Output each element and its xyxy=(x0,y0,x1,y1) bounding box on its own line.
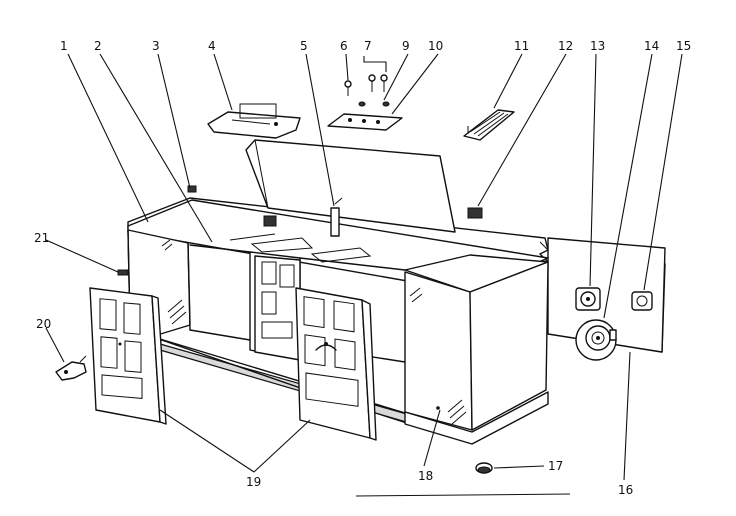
control-button xyxy=(631,291,653,311)
top-cutouts xyxy=(229,233,372,263)
leader-lines xyxy=(45,53,683,481)
bracket-assembly xyxy=(207,103,301,139)
small-clip xyxy=(187,185,197,193)
callout-labels: 1 2 3 4 5 6 7 9 10 11 12 13 14 15 16 17 … xyxy=(34,39,691,497)
callout-5: 5 xyxy=(300,39,308,53)
callout-16: 16 xyxy=(618,483,633,497)
callout-15: 15 xyxy=(676,39,691,53)
callout-12: 12 xyxy=(558,39,573,53)
callout-21: 21 xyxy=(34,231,49,245)
lid xyxy=(245,139,456,233)
foot xyxy=(475,462,493,474)
callout-2: 2 xyxy=(94,39,102,53)
callout-19: 19 xyxy=(246,475,261,489)
door-left xyxy=(89,287,167,425)
callout-6: 6 xyxy=(340,39,348,53)
bolts xyxy=(344,74,390,107)
callout-18: 18 xyxy=(418,469,433,483)
callout-20: 20 xyxy=(36,317,51,331)
baseline-rule xyxy=(355,493,571,497)
callout-13: 13 xyxy=(590,39,605,53)
lid-support xyxy=(330,197,343,237)
center-door-frame xyxy=(254,255,301,361)
mounting-plate xyxy=(327,113,403,131)
callout-10: 10 xyxy=(428,39,443,53)
callout-1: 1 xyxy=(60,39,68,53)
right-cabinet xyxy=(404,254,549,445)
callout-3: 3 xyxy=(152,39,160,53)
latch xyxy=(55,355,87,381)
control-knob-small xyxy=(575,287,601,311)
callout-11: 11 xyxy=(514,39,529,53)
callout-9: 9 xyxy=(402,39,410,53)
callout-14: 14 xyxy=(644,39,659,53)
callout-7: 7 xyxy=(364,39,372,53)
hinge-block-left xyxy=(263,215,277,227)
hinge-block-right xyxy=(467,207,483,219)
trim-piece xyxy=(463,109,515,141)
door-center xyxy=(295,287,377,441)
control-dial xyxy=(575,319,617,361)
callout-17: 17 xyxy=(548,459,563,473)
knob xyxy=(117,269,129,276)
callout-4: 4 xyxy=(208,39,216,53)
